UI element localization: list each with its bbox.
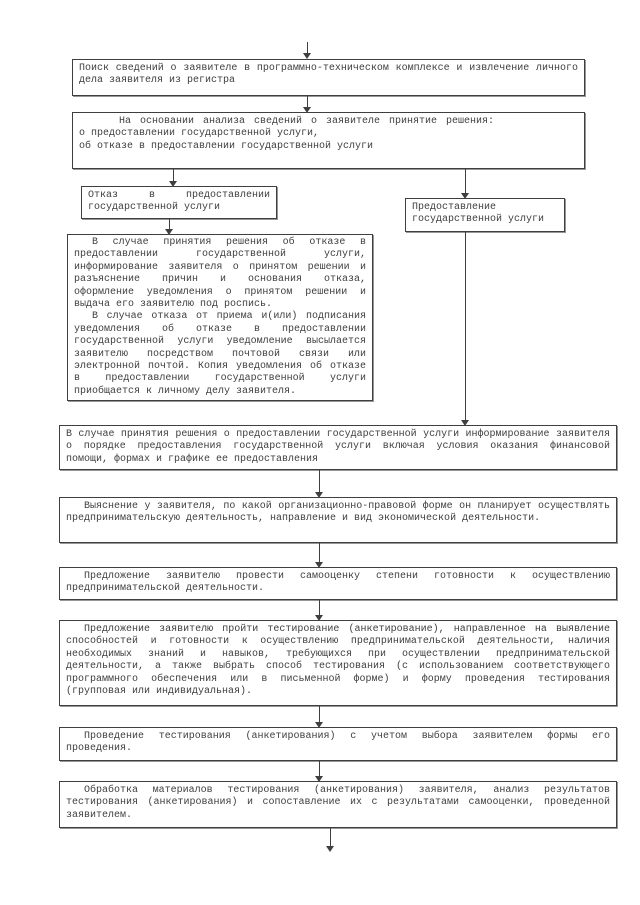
flow-box-processing-text: Обработка материалов тестирования (анкет… bbox=[66, 785, 610, 821]
flow-box-clarify-text: Выяснение у заявителя, по какой организа… bbox=[66, 501, 610, 525]
flow-box-refusal-detail-para1: В случае принятия решения об отказе в пр… bbox=[74, 237, 366, 311]
flow-box-testing-offer: Предложение заявителю пройти тестировани… bbox=[59, 620, 617, 706]
flow-box-refusal: Отказ в предоставлении государственной у… bbox=[81, 186, 277, 219]
flow-box-decision-line1: На основании анализа сведений о заявител… bbox=[119, 116, 495, 127]
flow-box-refusal-detail: В случае принятия решения об отказе в пр… bbox=[67, 234, 373, 401]
flow-arrow-decision-to-provision bbox=[461, 169, 470, 199]
flow-box-provision: Предоставление государственной услуги bbox=[405, 198, 565, 232]
flow-arrow-selfassessment-to-testingoffer bbox=[315, 600, 324, 621]
flow-arrow-provision-to-inform bbox=[461, 232, 470, 426]
flow-box-decision-line3: об отказе в предоставлении государственн… bbox=[79, 140, 374, 152]
flow-arrow-testingoffer-to-testing bbox=[315, 706, 324, 728]
flow-box-search: Поиск сведений о заявителе в программно-… bbox=[72, 59, 585, 96]
flow-box-search-text: Поиск сведений о заявителе в программно-… bbox=[79, 63, 578, 87]
flow-arrow-bottom bbox=[326, 828, 335, 852]
flow-box-inform-text: В случае принятия решения о предоставлен… bbox=[66, 429, 610, 465]
flow-arrow-inform-to-clarify bbox=[315, 470, 324, 498]
flow-box-refusal-detail-para2: В случае отказа от приема и(или) подписа… bbox=[74, 311, 366, 397]
flow-arrow-decision-to-refusal bbox=[169, 169, 178, 187]
flow-box-decision-line2: о предоставлении государственной услуги, bbox=[79, 128, 320, 140]
flow-box-testing-text: Проведение тестирования (анкетирования) … bbox=[66, 731, 610, 755]
flow-box-self-assessment: Предложение заявителю провести самооценк… bbox=[59, 567, 617, 600]
flow-box-self-assessment-text: Предложение заявителю провести самооценк… bbox=[66, 571, 610, 595]
flow-arrow-search-to-decision bbox=[303, 96, 312, 113]
flow-box-inform: В случае принятия решения о предоставлен… bbox=[59, 425, 617, 470]
flow-box-testing: Проведение тестирования (анкетирования) … bbox=[59, 727, 617, 761]
flow-box-clarify: Выяснение у заявителя, по какой организа… bbox=[59, 497, 617, 543]
flow-arrow-refusal-to-detail bbox=[165, 219, 174, 235]
flow-box-decision: На основании анализа сведений о заявител… bbox=[72, 112, 585, 169]
flow-arrow-clarify-to-selfassessment bbox=[315, 543, 324, 568]
flow-arrow-testing-to-processing bbox=[315, 761, 324, 782]
flow-box-provision-text: Предоставление государственной услуги bbox=[412, 202, 545, 226]
flow-box-processing: Обработка материалов тестирования (анкет… bbox=[59, 781, 617, 828]
flow-arrow-top bbox=[303, 42, 312, 59]
flow-box-refusal-text: Отказ в предоставлении государственной у… bbox=[88, 190, 270, 214]
flow-box-testing-offer-text: Предложение заявителю пройти тестировани… bbox=[66, 624, 610, 698]
